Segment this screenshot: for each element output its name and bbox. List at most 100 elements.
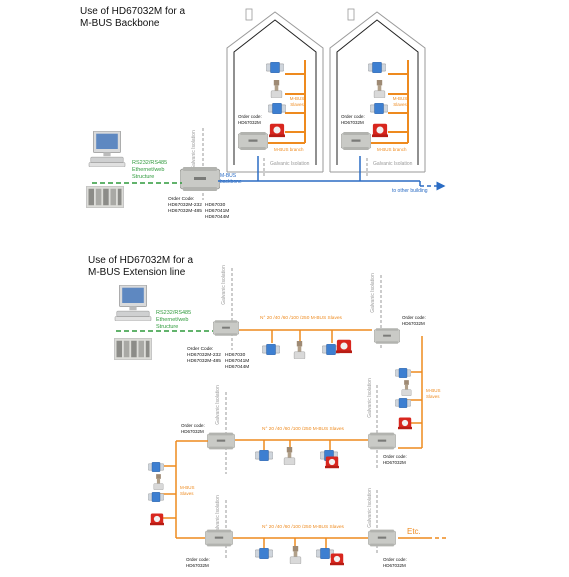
bottom-row3-slaves-range: N° 20 /40 /60 /100 /250 M-BUS Slaves <box>262 524 345 530</box>
bottom-galvanic-label-3: Galvanic Isolation <box>215 385 221 425</box>
left-redmeter <box>150 513 164 526</box>
row1-valve <box>293 341 306 359</box>
bottom-gw6-order-code-label: Order code: <box>383 557 407 562</box>
house-2-mbus-slaves-label-1: M-BUS <box>393 96 408 101</box>
bottom-interface-label-2: Ethernet/web <box>156 317 188 323</box>
bottom-title-line1: Use of HD67032M for a <box>88 255 194 266</box>
bottom-order-code-left-2: HD67032M-485 <box>187 358 221 364</box>
row3-redmeter <box>330 553 344 566</box>
top-order-code-left-1: HD67032M-232 <box>168 202 202 208</box>
bottom-gateway-4 <box>368 432 396 450</box>
house-2-mbus-branch-label: M-BUS branch <box>377 147 407 152</box>
house-2-slaves <box>341 62 388 150</box>
bottom-plc-icon <box>114 338 152 360</box>
row3-meter-1 <box>255 548 273 559</box>
bottom-interface-label-3: Structure <box>156 324 178 330</box>
right-meter-1 <box>395 368 411 378</box>
bottom-gateway-2 <box>374 327 400 345</box>
top-galvanic-label-3: Galvanic Isolation <box>373 161 413 167</box>
right-mbus-slaves-label-1: M-BUS <box>426 388 441 393</box>
top-mbus-backbone-label-2: backbone <box>220 179 242 185</box>
bottom-galvanic-label-1: Galvanic Isolation <box>221 265 227 305</box>
top-order-code-left-2: HD67032M-485 <box>168 208 202 214</box>
bottom-gw5-order-code-value: HD67032M <box>186 563 209 568</box>
left-valve <box>153 474 164 490</box>
bottom-gw2-order-code-value: HD67032M <box>402 321 425 326</box>
bottom-gw6-order-code-value: HD67032M <box>383 563 406 568</box>
house-1-mbus-slaves-label-1: M-BUS <box>290 96 305 101</box>
house-1-order-code-value: HD67032M <box>238 120 261 125</box>
bottom-title-line2: M-BUS Extension line <box>88 267 186 278</box>
top-mbus-backbone-label-1: M-BUS <box>220 173 237 179</box>
top-order-code-right-3: HD67044M <box>205 214 229 220</box>
house-2-mbus-branch <box>365 60 409 144</box>
top-plc-icon <box>86 186 124 208</box>
bottom-galvanic-label-4: Galvanic Isolation <box>367 378 373 418</box>
bottom-galvanic-lines <box>225 268 382 560</box>
bottom-gw2-order-code-label: Order code: <box>402 315 426 320</box>
house-2-order-code-label: Order code: <box>341 114 365 119</box>
bottom-gw4-order-code-label: Order code: <box>383 454 407 459</box>
bottom-computer-icon <box>114 285 152 321</box>
house-2-order-code-value: HD67032M <box>341 120 364 125</box>
row1-redmeter <box>336 339 352 354</box>
bottom-gateway-3 <box>207 432 235 450</box>
left-meter-2 <box>148 492 164 502</box>
top-interface-label-2: Ethernet/web <box>132 167 164 173</box>
top-to-other-building-label: to other building <box>392 188 428 194</box>
right-mbus-slaves-label-2: Slaves <box>426 394 440 399</box>
row2-redmeter <box>325 456 339 469</box>
left-meter-1 <box>148 462 164 472</box>
house-1-mbus-branch <box>262 60 306 144</box>
top-mbus-backbone <box>218 156 446 191</box>
bottom-gw4-order-code-value: HD67032M <box>383 460 406 465</box>
bottom-galvanic-label-2: Galvanic Isolation <box>370 273 376 313</box>
bottom-gateway-5 <box>205 529 233 547</box>
top-galvanic-label-2: Galvanic Isolation <box>270 161 310 167</box>
right-meter-2 <box>395 398 411 408</box>
bottom-row2-bus <box>224 435 368 450</box>
bottom-title: Use of HD67032M for a M-BUS Extension li… <box>88 255 193 279</box>
row2-valve <box>283 447 296 465</box>
top-order-code-right-1: HD67030 <box>205 202 226 208</box>
house-1-order-code-label: Order code: <box>238 114 262 119</box>
top-galvanic-label-1: Galvanic Isolation <box>191 130 197 170</box>
bottom-row3-bus <box>232 537 448 549</box>
bottom-order-code-right-2: HD67041M <box>225 358 249 364</box>
top-gateway-device <box>180 167 220 191</box>
top-order-code-right-2: HD67041M <box>205 208 229 214</box>
bottom-row1-slaves-range: N° 20 /40 /60 /100 /250 M-BUS Slaves <box>260 315 343 321</box>
bottom-gw3-order-code-value: HD67032M <box>181 429 204 434</box>
bottom-order-code-left-1: HD67032M-232 <box>187 352 221 358</box>
house-1-mbus-branch-label: M-BUS branch <box>274 147 304 152</box>
house-2-mbus-slaves-label-2: Slaves <box>393 102 407 107</box>
top-computer-icon <box>88 131 126 167</box>
bottom-gw3-order-code-label: Order code: <box>181 423 205 428</box>
row3-valve <box>289 546 302 564</box>
right-valve <box>401 380 412 396</box>
bottom-galvanic-label-6: Galvanic Isolation <box>367 488 373 528</box>
house-1 <box>226 8 324 173</box>
bottom-gateway-1 <box>213 319 239 337</box>
bottom-row2-slaves-range: N° 20 /40 /60 /100 /250 M-BUS Slaves <box>262 426 345 432</box>
top-title-line2: M-BUS Backbone <box>80 18 160 29</box>
top-interface-label-1: RS232/RS485 <box>132 160 167 166</box>
bottom-galvanic-label-5: Galvanic Isolation <box>215 495 221 535</box>
bottom-row1-bus <box>235 329 372 343</box>
bottom-order-code-label: Order Code: <box>187 346 213 352</box>
top-title: Use of HD67032M for a M-BUS Backbone <box>80 6 185 30</box>
bottom-order-code-right-1: HD67030 <box>225 352 246 358</box>
top-title-line1: Use of HD67032M for a <box>80 6 186 17</box>
house-1-mbus-slaves-label-2: Slaves <box>290 102 304 107</box>
house-1-slaves <box>238 62 286 150</box>
house-2 <box>329 8 426 173</box>
row1-meter-1 <box>262 344 280 355</box>
left-mbus-slaves-label-2: Slaves <box>180 491 194 496</box>
bottom-order-code-right-3: HD67044M <box>225 364 249 370</box>
left-mbus-slaves-label-1: M-BUS <box>180 485 195 490</box>
row2-meter-1 <box>255 450 273 461</box>
bottom-gw5-order-code-label: Order code: <box>186 557 210 562</box>
top-order-code-label: Order Code: <box>168 196 194 202</box>
